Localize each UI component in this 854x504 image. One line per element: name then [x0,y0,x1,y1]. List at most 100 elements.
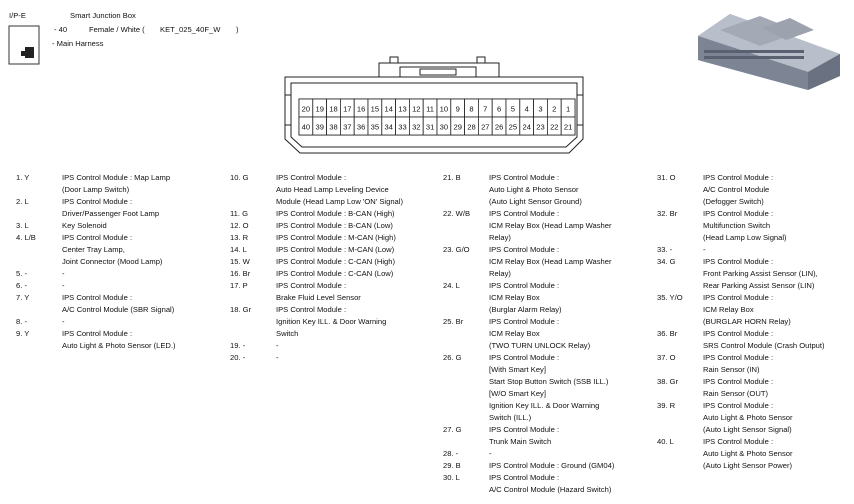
pin-number: 18 [329,105,337,114]
pin-number: 37 [343,123,351,132]
pin-entry-row: Trunk Main Switch [443,436,648,448]
pin-entry-row: Rain Sensor (OUT) [657,388,854,400]
pin-description: (Auto Light Sensor Ground) [489,197,582,206]
pin-entry-row: Relay) [443,232,648,244]
pin-description: Auto Light & Photo Sensor [489,185,579,194]
pin-label: 22. W/B [443,209,471,218]
pin-entry-row: 28. -- [443,448,648,460]
pin-description: [W/O Smart Key] [489,389,546,398]
pin-description: IPS Control Module : [62,197,133,206]
pin-entry-row: 16. Br IPS Control Module : C-CAN (Low) [230,268,435,280]
pin-label: 30. L [443,473,460,482]
pin-label: 33. - [657,245,673,254]
pin-description: SRS Control Module (Crash Output) [703,341,825,350]
pin-label: 16. Br [230,269,251,278]
pin-number: 34 [384,123,392,132]
pin-entry-row: 6. -- [16,280,221,292]
pin-number: 2 [552,105,556,114]
pin-number: 8 [469,105,473,114]
pin-entry-row: (Door Lamp Switch) [16,184,221,196]
pin-number: 38 [329,123,337,132]
pin-number: 5 [511,105,515,114]
pin-description: IPS Control Module : [703,401,774,410]
pin-description: - [276,341,279,350]
pin-entry-row: Ignition Key ILL. & Door Warning [443,400,648,412]
pin-label: 25. Br [443,317,464,326]
pin-description: IPS Control Module : [703,173,774,182]
pin-entry-row: ICM Relay Box (Head Lamp Washer [443,220,648,232]
pin-entry-row: ICM Relay Box [443,292,648,304]
pin-label: 26. G [443,353,462,362]
pin-description: Ignition Key ILL. & Door Warning [276,317,387,326]
pin-number: 23 [536,123,544,132]
pin-description: Rear Parking Assist Sensor (LIN) [703,281,815,290]
part-close-paren: ) [236,25,239,34]
pin-description: Relay) [489,233,511,242]
pin-description: IPS Control Module : [489,317,560,326]
pin-entry-row: Center Tray Lamp, [16,244,221,256]
pin-number: 26 [495,123,503,132]
pin-description: A/C Control Module (SBR Signal) [62,305,175,314]
pin-description: A/C Control Module (Hazard Switch) [489,485,612,494]
pin-entry-row: [With Smart Key] [443,364,648,376]
pin-entry-row: SRS Control Module (Crash Output) [657,340,854,352]
pin-label: 40. L [657,437,674,446]
pin-number: 21 [564,123,572,132]
pin-label: 15. W [230,257,250,266]
pin-entry-row: (Auto Light Sensor Power) [657,460,854,472]
pin-entry-row: ICM Relay Box [657,304,854,316]
pin-entry-row: (Head Lamp Low Signal) [657,232,854,244]
pin-number: 27 [481,123,489,132]
pin-number: 3 [538,105,542,114]
pin-number: 7 [483,105,487,114]
pin-number: 14 [384,105,392,114]
pin-description: IPS Control Module : [703,293,774,302]
pin-number: 24 [522,123,530,132]
pin-number: 19 [315,105,323,114]
pin-entry-row: Auto Light & Photo Sensor (LED.) [16,340,221,352]
pin-label: 9. Y [16,329,30,338]
pin-description: IPS Control Module : [62,293,133,302]
pin-description: Auto Head Lamp Leveling Device [276,185,389,194]
pin-entry-row: Brake Fluid Level Sensor [230,292,435,304]
pin-label: 28. - [443,449,459,458]
pin-description: ICM Relay Box [703,305,754,314]
pin-description: IPS Control Module : [703,353,774,362]
pin-description: IPS Control Module : [276,173,347,182]
pin-description: ICM Relay Box (Head Lamp Washer [489,221,612,230]
pin-number: 12 [412,105,420,114]
pin-description: Trunk Main Switch [489,437,552,446]
pin-description: IPS Control Module : M-CAN (High) [276,233,396,242]
pin-description: - [62,269,65,278]
pin-entry-row: (Auto Light Sensor Ground) [443,196,648,208]
pin-description: IPS Control Module : C-CAN (Low) [276,269,394,278]
pin-description: (Burglar Alarm Relay) [489,305,562,314]
pin-description: IPS Control Module : [489,173,560,182]
pin-entry-row: Rear Parking Assist Sensor (LIN) [657,280,854,292]
pin-number: 6 [497,105,501,114]
pin-label: 36. Br [657,329,678,338]
pin-description: Switch [276,329,299,338]
pin-description: (Door Lamp Switch) [62,185,130,194]
pin-number: 36 [357,123,365,132]
pin-entry-row: Relay) [443,268,648,280]
pin-entry-row: (BURGLAR HORN Relay) [657,316,854,328]
pin-entry-row: Module (Head Lamp Low 'ON' Signal) [230,196,435,208]
pin-description: IPS Control Module : [276,281,347,290]
pin-number: 13 [398,105,406,114]
pin-number: 31 [426,123,434,132]
